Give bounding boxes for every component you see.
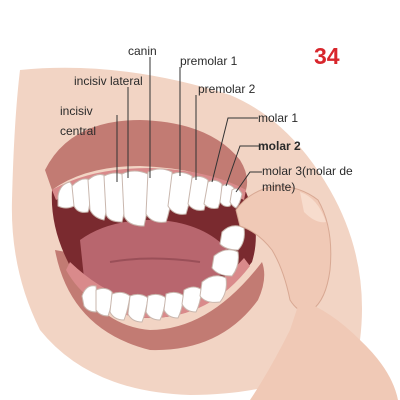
- label-incisiv-central-line1: incisiv: [60, 104, 93, 118]
- tongue-midline: [109, 257, 201, 263]
- lower-tooth-5: [145, 293, 167, 321]
- lower-molar-1: [199, 275, 227, 303]
- label-incisiv-central-line2: central: [60, 124, 97, 138]
- label-incisiv-lateral: incisiv lateral: [74, 74, 143, 88]
- lower-tooth-3: [109, 291, 131, 321]
- label-canin: canin: [128, 44, 157, 58]
- leader-lines: [116, 57, 262, 193]
- finger: [235, 185, 332, 313]
- lower-teeth: [81, 225, 245, 323]
- upper-teeth: [57, 168, 243, 227]
- leader-line-molar-3: [235, 171, 262, 193]
- hand: [250, 300, 398, 400]
- lower-tooth-4: [127, 293, 149, 323]
- label-premolar-2: premolar 2: [198, 82, 256, 96]
- lower-lip: [55, 250, 265, 351]
- upper-central-incisor: [121, 170, 149, 227]
- label-molar-3-line2: minte): [262, 180, 296, 194]
- label-molar-2: molar 2: [258, 139, 301, 153]
- upper-lip: [45, 120, 248, 190]
- lower-molar-3: [219, 225, 245, 251]
- label-molar-3-line1: molar 3(molar de: [262, 164, 353, 178]
- leader-line-molar-2: [225, 145, 260, 187]
- leader-line-molar-1: [211, 117, 258, 183]
- label-molar-1: molar 1: [258, 111, 299, 125]
- fingernail: [300, 192, 326, 223]
- lower-molar-2: [211, 249, 239, 277]
- tongue: [80, 219, 228, 301]
- page-number: 34: [314, 43, 340, 69]
- lower-tooth-6: [163, 291, 185, 319]
- lower-tooth-7: [181, 286, 203, 313]
- label-premolar-1: premolar 1: [180, 54, 238, 68]
